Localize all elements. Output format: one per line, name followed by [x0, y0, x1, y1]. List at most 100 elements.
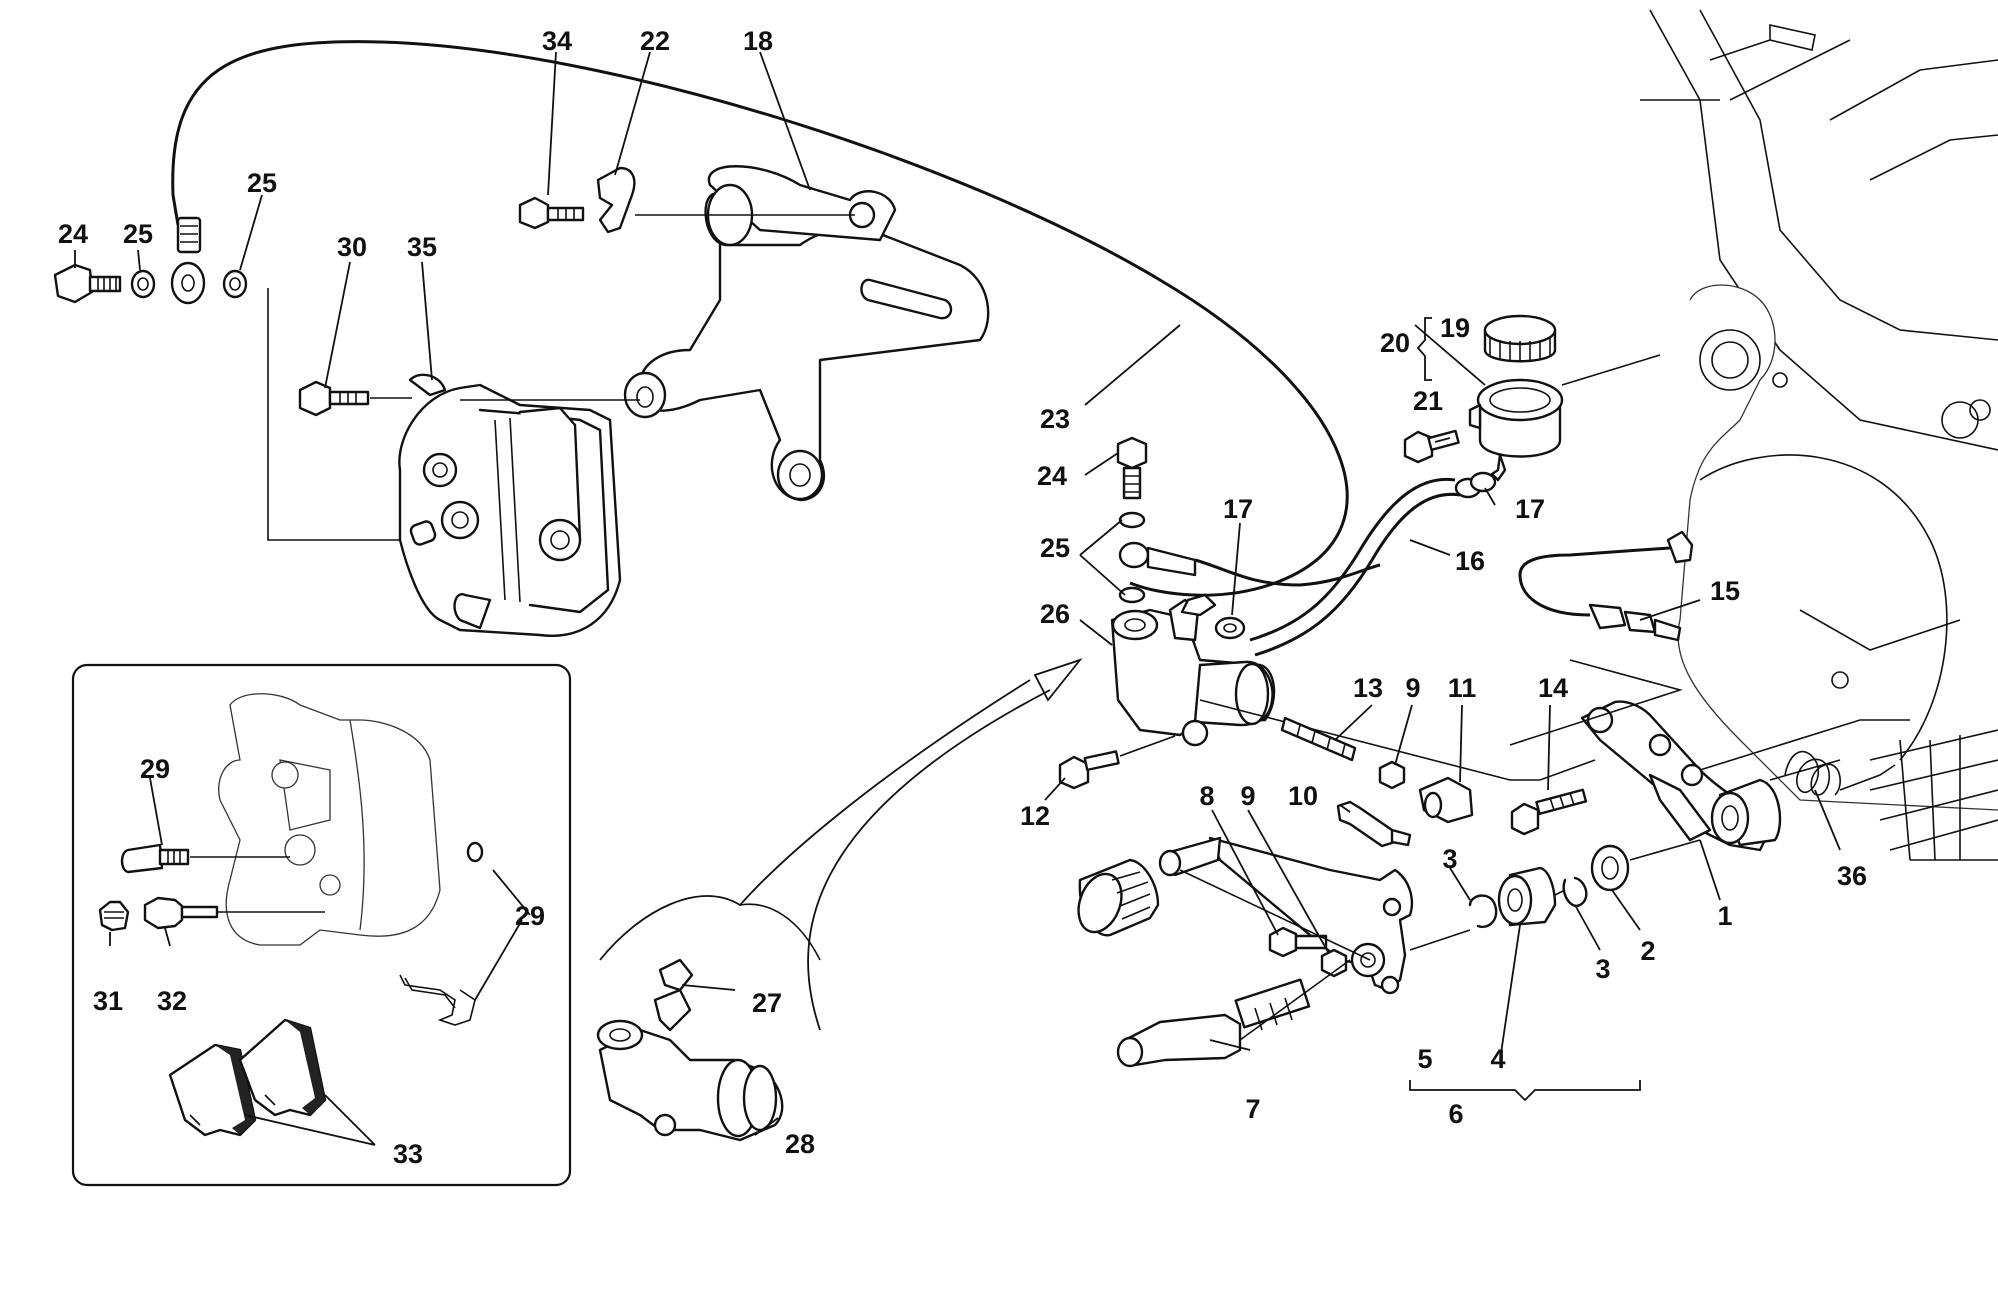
callout-23: 23: [1040, 404, 1070, 434]
callout-25-left-a: 25: [123, 219, 153, 249]
hose-master-stub: [1194, 558, 1381, 587]
leader-pedal-pin: [1179, 869, 1371, 1041]
washer-25-left-a: [130, 269, 156, 299]
callout-29-pin: 29: [140, 754, 170, 784]
bolt-14: [1510, 788, 1588, 836]
leader-bracket-switch: [1509, 659, 1683, 746]
master-cylinder-variant: [596, 958, 784, 1142]
callout-35: 35: [407, 232, 437, 262]
callout-29-clip: 29: [515, 901, 545, 931]
return-spring-36: [1769, 750, 1896, 796]
pushrod-13: [1280, 716, 1357, 762]
guide-pin-29: [120, 843, 190, 874]
washer-25-left-b: [222, 269, 248, 299]
callout-17-upper: 17: [1515, 494, 1545, 524]
clevis-11: [1418, 776, 1474, 824]
reservoir-hose-16: [1249, 477, 1461, 657]
inset-caliper-ghost: [218, 693, 441, 946]
reservoir-cap: [1483, 314, 1557, 363]
callout-3-left: 3: [1442, 844, 1457, 874]
callout-21: 21: [1413, 386, 1443, 416]
brake-pads-33: [168, 1018, 327, 1137]
callout-10: 10: [1288, 781, 1318, 811]
washer-25-upper: [1118, 511, 1146, 529]
leader-12: [1119, 735, 1176, 757]
callout-24-master: 24: [1037, 461, 1067, 491]
leader-master-bracket: [1199, 699, 1596, 781]
bolt-34: [518, 196, 585, 230]
callout-17-lower: 17: [1223, 494, 1253, 524]
caliper-bracket: [623, 165, 990, 502]
callout-22: 22: [640, 26, 670, 56]
leader-29-clip: [474, 869, 531, 1001]
bolt-8: [1268, 926, 1328, 958]
foot-peg-5: [1077, 858, 1160, 937]
leader-pivot-axis: [1409, 839, 1701, 951]
callout-15: 15: [1710, 576, 1740, 606]
retaining-clip-29: [399, 841, 484, 1026]
callout-24-left: 24: [58, 219, 88, 249]
callout-8: 8: [1199, 781, 1214, 811]
callout-13: 13: [1353, 673, 1383, 703]
fluid-reservoir: [1468, 378, 1564, 482]
hose-clip-17-upper: [1454, 471, 1497, 499]
bolt-30: [298, 380, 370, 417]
banjo-bolt-master: [1116, 436, 1148, 500]
leader-spring: [1699, 719, 1910, 771]
nut-9-lower: [1320, 948, 1348, 978]
leader-33: [244, 1094, 376, 1146]
callout-25-master: 25: [1040, 533, 1070, 563]
inlet-elbow: [1180, 593, 1217, 617]
callout-4: 4: [1490, 1044, 1505, 1074]
brace-20: [1416, 317, 1432, 381]
rear-caliper: [398, 373, 622, 637]
callout-3-right: 3: [1595, 954, 1610, 984]
bolt-12: [1058, 750, 1120, 790]
callout-19: 19: [1440, 313, 1470, 343]
callout-7: 7: [1245, 1094, 1260, 1124]
hose-clamp-22: [596, 166, 636, 234]
bolt-21: [1403, 429, 1460, 464]
washer-25-lower: [1118, 586, 1146, 604]
callout-20: 20: [1380, 328, 1410, 358]
pivot-pin-7: [1116, 978, 1311, 1068]
master-cylinder: [1110, 598, 1276, 747]
hose-banjo-left: [170, 216, 206, 305]
callout-32: 32: [157, 986, 187, 1016]
banjo-master: [1118, 541, 1197, 577]
brace-6: [1409, 1080, 1641, 1102]
callout-31: 31: [93, 986, 123, 1016]
bleed-valve-32: [143, 896, 219, 930]
callout-26: 26: [1040, 599, 1070, 629]
callout-25-left-b: 25: [247, 168, 277, 198]
circlip-3-left: [1468, 894, 1498, 929]
callout-1: 1: [1717, 901, 1732, 931]
brake-light-switch: [1518, 530, 1694, 642]
circlip-3-right: [1562, 876, 1588, 908]
callout-9-lower: 9: [1240, 781, 1255, 811]
callout-30: 30: [337, 232, 367, 262]
callout-2: 2: [1640, 936, 1655, 966]
callout-18: 18: [743, 26, 773, 56]
frame-engine-outline: [1640, 9, 1998, 861]
callout-28: 28: [785, 1129, 815, 1159]
callout-11: 11: [1448, 673, 1477, 703]
callout-14: 14: [1538, 673, 1568, 703]
nut-9-upper: [1378, 760, 1406, 790]
washer-2: [1590, 844, 1630, 892]
callout-5: 5: [1417, 1044, 1432, 1074]
leader-reservoir-frame: [1561, 354, 1661, 386]
callout-leaders: [74, 51, 1841, 1136]
pivot-bushing: [1710, 778, 1782, 847]
detail-callout-arcs: [599, 658, 1083, 1031]
callout-16: 16: [1455, 546, 1485, 576]
clevis-pin-10: [1336, 800, 1412, 848]
callout-36: 36: [1837, 861, 1867, 891]
banjo-bolt-left: [53, 263, 122, 304]
inset-detail-box: [71, 663, 572, 1187]
callout-12: 12: [1020, 801, 1050, 831]
bushing-4: [1497, 866, 1557, 927]
callout-9-upper: 9: [1405, 673, 1420, 703]
callout-33: 33: [393, 1139, 423, 1169]
